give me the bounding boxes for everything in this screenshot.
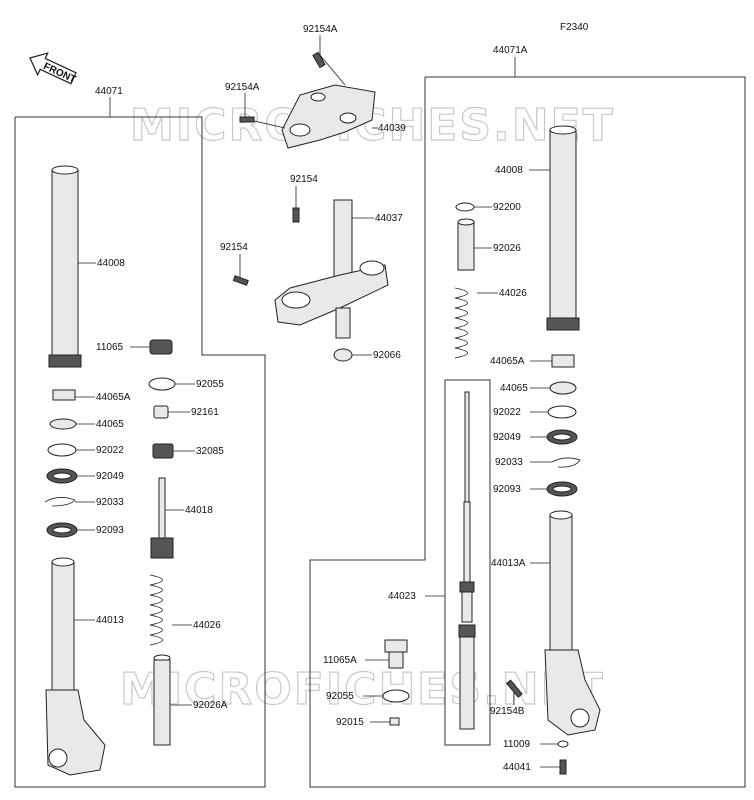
label-44013: 44013 bbox=[96, 615, 124, 626]
label-44071: 44071 bbox=[95, 86, 123, 97]
fork-cap-right bbox=[384, 639, 408, 669]
right-assembly-box bbox=[309, 76, 746, 788]
front-arrow-icon: FRONT bbox=[29, 52, 77, 86]
label-44008-right: 44008 bbox=[495, 165, 523, 176]
label-44026-left: 44026 bbox=[193, 620, 221, 631]
label-44039: 44039 bbox=[378, 123, 406, 134]
left-assembly-box bbox=[14, 116, 266, 788]
inner-tube-right bbox=[544, 510, 601, 736]
label-44018: 44018 bbox=[185, 505, 213, 516]
label-44037: 44037 bbox=[375, 213, 403, 224]
label-92093-left: 92093 bbox=[96, 525, 124, 536]
label-44026-right: 44026 bbox=[499, 288, 527, 299]
label-92033-right: 92033 bbox=[495, 457, 523, 468]
label-44008-left: 44008 bbox=[97, 258, 125, 269]
label-92161: 92161 bbox=[191, 407, 219, 418]
label-92200: 92200 bbox=[493, 202, 521, 213]
label-92022-left: 92022 bbox=[96, 445, 124, 456]
label-11009: 11009 bbox=[503, 739, 531, 750]
label-92154-a: 92154 bbox=[290, 174, 318, 185]
label-92093-right: 92093 bbox=[493, 484, 521, 495]
label-92026A: 92026A bbox=[193, 700, 228, 711]
label-44041: 44041 bbox=[503, 762, 531, 773]
label-44065-right: 44065 bbox=[500, 383, 528, 394]
label-92026: 92026 bbox=[493, 243, 521, 254]
label-92154-b: 92154 bbox=[220, 242, 248, 253]
label-44065A-left: 44065A bbox=[96, 392, 131, 403]
label-92066: 92066 bbox=[373, 350, 401, 361]
outer-tube-left bbox=[48, 165, 82, 368]
label-44023: 44023 bbox=[388, 591, 416, 602]
label-32085: 32085 bbox=[196, 446, 224, 457]
label-92055-left: 92055 bbox=[196, 379, 224, 390]
fork-spring-right bbox=[454, 287, 468, 359]
label-92154A-mid: 92154A bbox=[225, 82, 260, 93]
damper-cartridge bbox=[458, 391, 476, 730]
label-44065-left: 44065 bbox=[96, 419, 124, 430]
label-44071A: 44071A bbox=[493, 45, 528, 56]
figure-code: F2340 bbox=[560, 22, 589, 33]
cartridge-box bbox=[444, 379, 491, 746]
fork-spring-left bbox=[149, 574, 163, 646]
steering-stem bbox=[274, 199, 389, 339]
label-44065A-right: 44065A bbox=[490, 356, 525, 367]
upper-bracket bbox=[281, 84, 376, 149]
label-92022-right: 92022 bbox=[493, 407, 521, 418]
label-92015: 92015 bbox=[336, 717, 364, 728]
label-92055-right: 92055 bbox=[326, 691, 354, 702]
watermark-bottom: MICROFICHES.NET bbox=[120, 664, 605, 715]
inner-tube-left bbox=[45, 557, 106, 776]
label-92033-left: 92033 bbox=[96, 497, 124, 508]
label-92049-left: 92049 bbox=[96, 471, 124, 482]
label-11065A: 11065A bbox=[323, 655, 357, 666]
outer-tube-right bbox=[546, 125, 580, 331]
label-44013A: 44013A bbox=[491, 558, 526, 569]
label-92049-right: 92049 bbox=[493, 432, 521, 443]
label-92154A-top: 92154A bbox=[303, 24, 338, 35]
label-11065: 11065 bbox=[96, 342, 124, 353]
label-92154B: 92154B bbox=[490, 706, 525, 717]
